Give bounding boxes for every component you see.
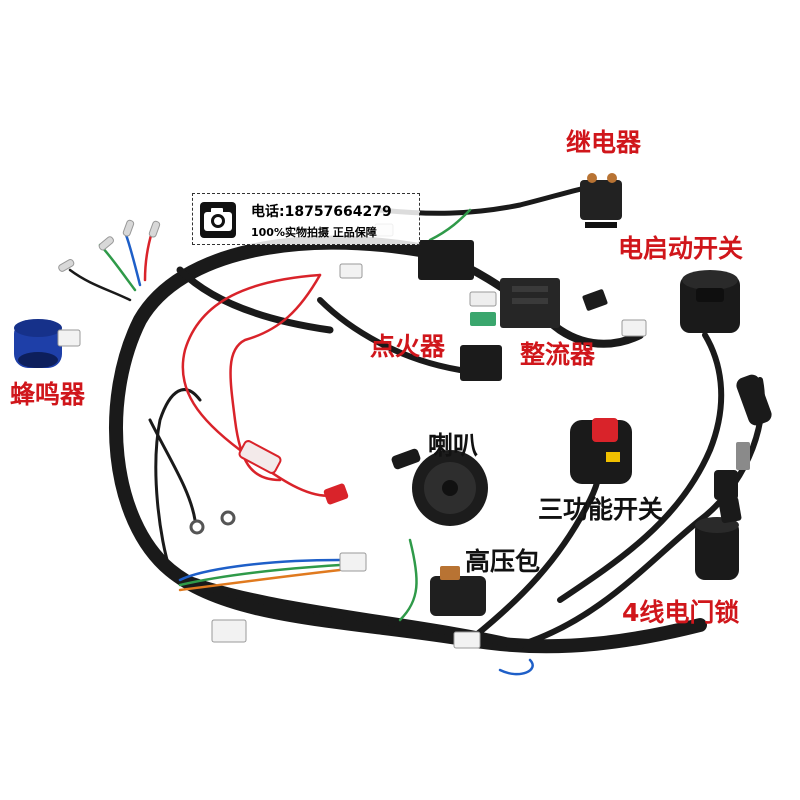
starter-relay [580,173,622,228]
bullet-connectors [58,219,161,272]
horn [391,448,488,526]
ring-terminal [220,510,236,526]
ignition-coil-label: 高压包 [465,547,541,576]
colored-leads [68,208,534,676]
three-function-switch-label: 三功能开关 [538,495,664,524]
igniter-cdi [339,240,474,280]
inline-fuse [238,440,282,474]
spark-plug-cap [736,374,772,426]
red-terminal [323,483,349,505]
horn-label: 喇叭 [428,431,479,460]
ignition-lock-label: 4线电门锁 [622,598,740,627]
relay-label: 继电器 [566,128,642,157]
ring-terminal [189,519,205,535]
buzzer-label: 蜂鸣器 [10,380,86,409]
authenticity-note: 100%实物拍摄 正品保障 [251,226,377,239]
three-function-switch [570,418,632,484]
electric-start-switch-label: 电启动开关 [618,234,744,263]
rectifier-label: 整流器 [520,340,596,369]
red-fused-lead [181,273,337,498]
ignition-coil [430,566,486,649]
seller-watermark: 电话:18757664279 100%实物拍摄 正品保障 [192,193,420,245]
buzzer [14,319,81,368]
camera-icon [200,202,236,238]
ignition-lock [695,442,750,580]
igniter-label: 点火器 [370,332,446,361]
rectifier [460,278,647,381]
seller-phone: 电话:18757664279 [251,204,392,220]
electric-start-switch [680,270,740,333]
